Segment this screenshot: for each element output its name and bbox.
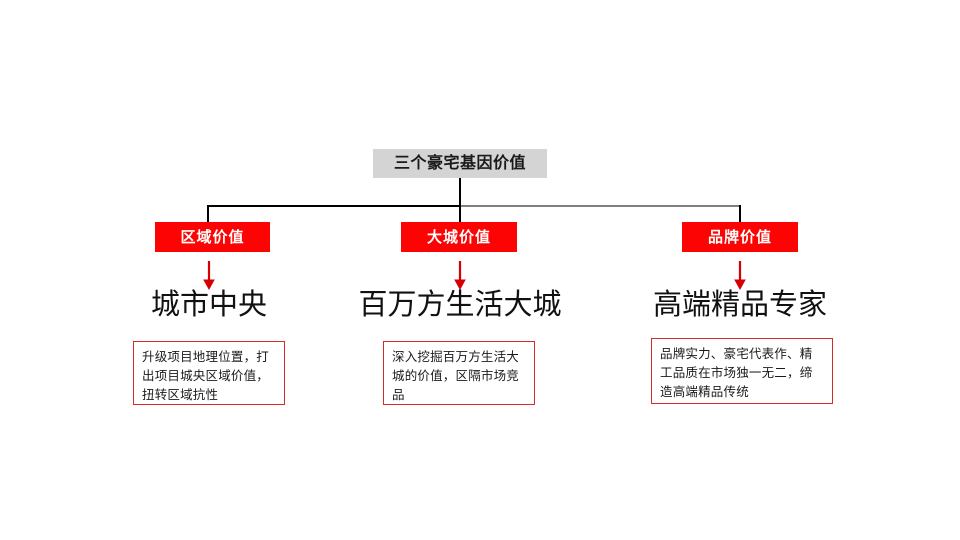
category-label-region: 区域价值	[180, 228, 245, 246]
headline-region: 城市中央	[150, 289, 267, 321]
connector-root-stem	[459, 178, 461, 206]
category-box-brand[interactable]: 品牌价值	[682, 222, 798, 252]
connector-drop-branch-2	[459, 205, 461, 222]
caption-box-region: 升级项目地理位置，打出项目城央区域价值，扭转区域抗性	[133, 341, 285, 405]
connector-horizontal-left	[207, 205, 460, 207]
category-box-region[interactable]: 区域价值	[155, 222, 270, 252]
root-node-label: 三个豪宅基因价值	[393, 154, 526, 172]
down-arrow-icon-branch-1	[198, 260, 220, 292]
caption-text-brand: 品牌实力、豪宅代表作、精工品质在市场独一无二，缔造高端精品传统	[660, 347, 813, 399]
headline-city: 百万方生活大城	[358, 289, 562, 321]
root-node-box[interactable]: 三个豪宅基因价值	[373, 149, 547, 178]
connector-drop-branch-3	[739, 205, 741, 222]
caption-text-city: 深入挖掘百万方生活大城的价值，区隔市场竞品	[392, 350, 520, 402]
connector-drop-branch-1	[207, 205, 209, 222]
category-box-city[interactable]: 大城价值	[401, 222, 517, 252]
category-label-brand: 品牌价值	[707, 228, 772, 246]
headline-brand: 高端精品专家	[652, 289, 827, 321]
category-label-city: 大城价值	[426, 228, 491, 246]
connector-horizontal-right	[459, 205, 740, 207]
down-arrow-icon-branch-3	[729, 260, 751, 292]
caption-text-region: 升级项目地理位置，打出项目城央区域价值，扭转区域抗性	[142, 350, 270, 402]
caption-box-city: 深入挖掘百万方生活大城的价值，区隔市场竞品	[383, 341, 535, 405]
caption-box-brand: 品牌实力、豪宅代表作、精工品质在市场独一无二，缔造高端精品传统	[651, 338, 833, 404]
down-arrow-icon-branch-2	[449, 260, 471, 292]
